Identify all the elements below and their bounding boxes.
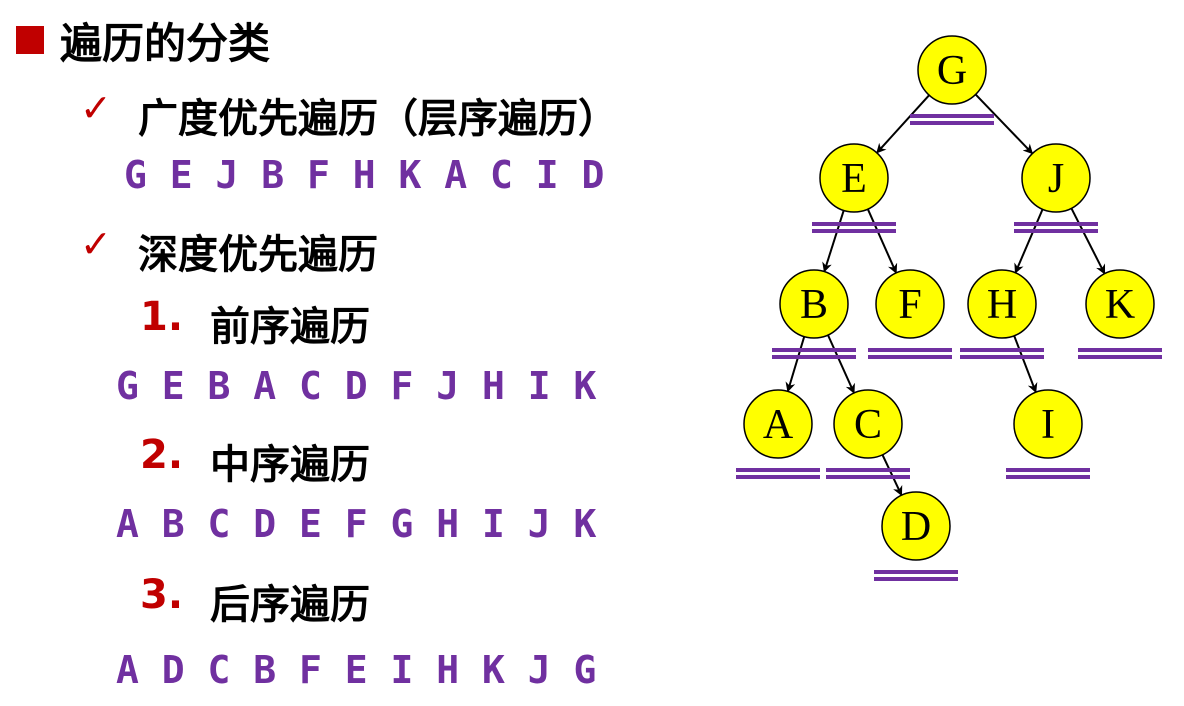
node-circle [875,269,945,339]
bfs-heading: 广度优先遍历（层序遍历） [138,96,618,142]
inorder-sequence: A B C D E F G H I J K [116,502,597,546]
node-circle [743,389,813,459]
bfs-sequence: G E J B F H K A C I D [124,153,605,197]
node-label: I [1041,402,1055,448]
checkmark-icon: ✓ [80,222,112,266]
tree-node-E: E [819,143,889,213]
tree-node-B: B [779,269,849,339]
tree-node-H: H [967,269,1037,339]
preorder-sequence: G E B A C D F J H I K [116,364,597,408]
tree-node-C: C [833,389,903,459]
node-circle [1021,143,1091,213]
binary-tree-diagram: G E J B F H K A C I D [736,35,1162,581]
tree-edge-G-E [876,94,930,154]
node-label: H [987,282,1017,328]
tree-node-J: J [1021,143,1091,213]
node-label: E [841,156,867,202]
node-label: K [1105,282,1135,328]
node-circle [1013,389,1083,459]
tree-edge-B-A [785,336,806,393]
node-circle [1085,269,1155,339]
tree-node-D: D [881,491,951,561]
dfs-heading: 深度优先遍历 [138,232,378,278]
node-circle [881,491,951,561]
node-label: J [1048,156,1064,202]
section-title: 遍历的分类 [60,19,271,68]
node-label: B [800,282,828,328]
node-label: C [854,402,882,448]
node-label: D [901,504,931,550]
node-label: G [937,48,967,94]
node-label: A [763,402,794,448]
node-label: F [898,282,921,328]
tree-edge-E-F [866,208,898,274]
tree-edge-E-B [822,210,845,273]
node-circle [967,269,1037,339]
tree-edge-G-J [974,93,1034,155]
square-bullet-icon [16,26,44,54]
node-circle [917,35,987,105]
tree-edge-H-I [1013,335,1038,394]
postorder-number: 3. [140,572,184,618]
inorder-heading: 中序遍历 [210,442,370,488]
checkmark-icon: ✓ [80,86,112,130]
postorder-sequence: A D C B F E I H K J G [116,648,597,692]
tree-edge-B-C [827,334,855,394]
tree-node-F: F [875,269,945,339]
preorder-heading: 前序遍历 [210,304,370,350]
postorder-heading: 后序遍历 [210,582,370,628]
tree-node-G: G [917,35,987,105]
tree-node-A: A [743,389,813,459]
preorder-number: 1. [140,294,184,340]
node-circle [819,143,889,213]
tree-node-I: I [1013,389,1083,459]
tree-edge-C-D [881,454,903,497]
node-circle [833,389,903,459]
tree-edge-J-H [1014,208,1044,274]
inorder-number: 2. [140,432,184,478]
tree-edge-J-K [1070,207,1106,275]
tree-node-K: K [1085,269,1155,339]
node-circle [779,269,849,339]
